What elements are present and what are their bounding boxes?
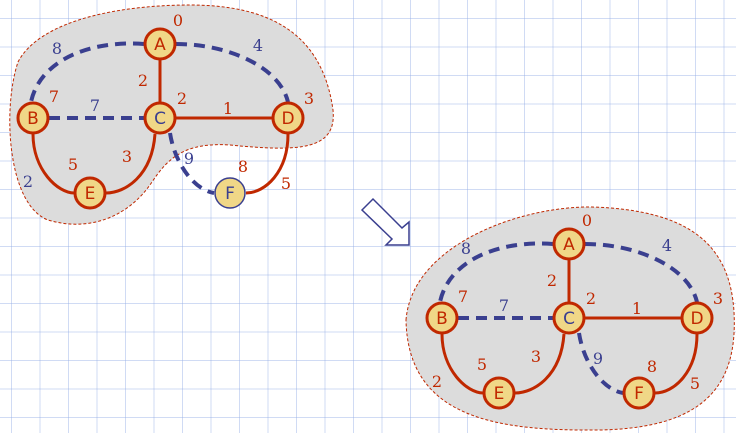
node-distance-c: 2	[586, 289, 596, 308]
edge-weight-c-e: 3	[531, 347, 541, 366]
edge-weight-a-b: 8	[52, 39, 62, 58]
edge-weight-b-c: 7	[499, 296, 509, 315]
node-distance-a: 0	[582, 211, 592, 230]
node-a	[143, 27, 177, 61]
edge-weight-a-c: 2	[138, 71, 148, 90]
edge-weight-b-e: 2	[23, 172, 33, 191]
edge-d-f	[245, 133, 290, 195]
node-label-a: A	[563, 235, 575, 255]
edge-weight-b-e: 2	[432, 372, 442, 391]
node-label-d: D	[690, 309, 703, 329]
node-f	[214, 177, 246, 209]
node-label-e: E	[494, 384, 505, 404]
node-c	[143, 101, 177, 135]
node-label-c: C	[154, 109, 166, 129]
node-b	[16, 101, 50, 135]
node-f	[622, 376, 656, 410]
node-distance-a: 0	[173, 11, 183, 30]
edge-weight-c-e: 3	[122, 147, 132, 166]
edge-weight-a-d: 4	[253, 36, 263, 55]
node-distance-d: 3	[304, 89, 314, 108]
node-b	[425, 301, 459, 335]
node-label-e: E	[85, 184, 96, 204]
node-label-c: C	[563, 309, 575, 329]
edge-b-e	[440, 333, 484, 395]
node-distance-f: 8	[238, 157, 248, 176]
node-d	[271, 101, 305, 135]
node-distance-c: 2	[177, 89, 187, 108]
node-distance-d: 3	[713, 289, 723, 308]
edge-weight-d-f: 5	[281, 174, 291, 193]
edge-a-d	[175, 42, 290, 103]
edge-weight-c-f: 9	[184, 149, 194, 168]
node-a	[552, 227, 586, 261]
edge-a-b	[29, 41, 145, 103]
node-label-b: B	[436, 309, 448, 329]
node-distance-e: 5	[68, 155, 78, 174]
edge-weight-a-c: 2	[547, 271, 557, 290]
node-distance-b: 7	[458, 287, 468, 306]
node-e	[73, 176, 107, 210]
node-c	[552, 301, 586, 335]
edge-weight-b-c: 7	[90, 96, 100, 115]
edge-b-e	[31, 133, 75, 195]
edge-c-e	[105, 133, 157, 195]
node-distance-e: 5	[477, 355, 487, 374]
node-d	[680, 301, 714, 335]
node-label-d: D	[281, 109, 294, 129]
node-label-a: A	[154, 35, 166, 55]
edge-c-f	[577, 332, 624, 395]
edge-weight-c-d: 1	[223, 99, 233, 118]
node-e	[482, 376, 516, 410]
edge-c-e	[514, 333, 566, 395]
node-label-b: B	[27, 109, 39, 129]
node-label-f: F	[225, 184, 235, 204]
transition-arrow-icon	[360, 197, 410, 246]
node-label-f: F	[634, 384, 644, 404]
edge-weight-a-b: 8	[461, 239, 471, 258]
edge-weight-c-f: 9	[593, 349, 603, 368]
edge-d-f	[654, 333, 699, 395]
edge-c-f	[168, 132, 215, 195]
edge-a-b	[438, 241, 554, 303]
edge-weight-d-f: 5	[690, 374, 700, 393]
edge-weight-c-d: 1	[632, 299, 642, 318]
edge-a-d	[584, 242, 699, 303]
edge-weight-a-d: 4	[662, 236, 672, 255]
node-distance-f: 8	[647, 357, 657, 376]
node-distance-b: 7	[49, 87, 59, 106]
